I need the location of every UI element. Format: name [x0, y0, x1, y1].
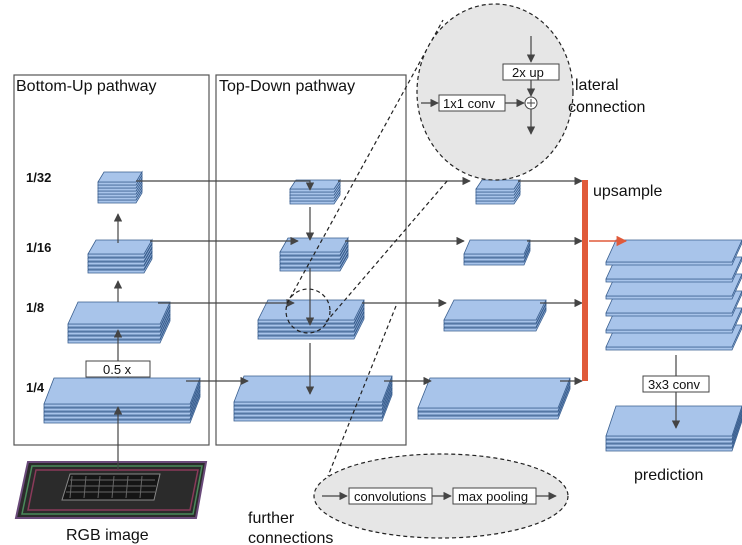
- three-conv-label: 3x3 conv: [648, 377, 701, 392]
- head-p5: [475, 178, 521, 205]
- three-conv-box: [642, 375, 710, 393]
- half-x-label: 0.5 x: [103, 362, 132, 377]
- prediction-label: prediction: [634, 467, 703, 484]
- convolutions-label: convolutions: [354, 489, 427, 504]
- lateral-label-line2: connection: [568, 99, 645, 116]
- merged-stack: [605, 239, 742, 351]
- further-label-line2: connections: [248, 530, 333, 545]
- upsample-bar: [582, 180, 588, 381]
- c3-stack: [67, 301, 171, 344]
- head-p3: [443, 299, 547, 332]
- top-down-panel: [215, 74, 407, 446]
- rgb-image: [14, 461, 208, 519]
- head-p2: [417, 377, 571, 420]
- prediction-stack: [605, 405, 742, 452]
- scale-label-8: 1/8: [26, 300, 44, 315]
- zoom-line-2: [325, 179, 449, 323]
- scale-label-32: 1/32: [26, 170, 51, 185]
- zoom-line-3: [327, 305, 397, 477]
- lateral-arrow-c5: [136, 180, 315, 191]
- p2-stack: [233, 375, 393, 422]
- c5-stack: [97, 170, 143, 204]
- sum-plus: [527, 99, 535, 107]
- lateral-label-line1: lateral: [575, 77, 619, 94]
- scale-label-4: 1/4: [26, 380, 45, 395]
- top-down-title: Top-Down pathway: [219, 78, 355, 95]
- p4-stack: [279, 236, 349, 272]
- zoom-line-1: [289, 19, 444, 299]
- c2-stack: [43, 377, 201, 424]
- half-x-box: [85, 360, 151, 378]
- head-p4: [463, 239, 531, 266]
- one-conv-label: 1x1 conv: [443, 96, 496, 111]
- upsample-label: upsample: [593, 183, 662, 200]
- p5-stack: [289, 178, 341, 205]
- bottom-up-panel: [13, 74, 210, 446]
- bottom-up-title: Bottom-Up pathway: [16, 78, 157, 95]
- two-up-label: 2x up: [512, 65, 544, 80]
- max-pooling-label: max pooling: [458, 489, 528, 504]
- scale-label-16: 1/16: [26, 240, 51, 255]
- further-label-line1: further: [248, 510, 295, 527]
- c4-stack: [87, 238, 153, 274]
- rgb-image-label: RGB image: [66, 527, 149, 544]
- merge-zoom-circle: [285, 288, 331, 334]
- lateral-bubble: [416, 3, 574, 181]
